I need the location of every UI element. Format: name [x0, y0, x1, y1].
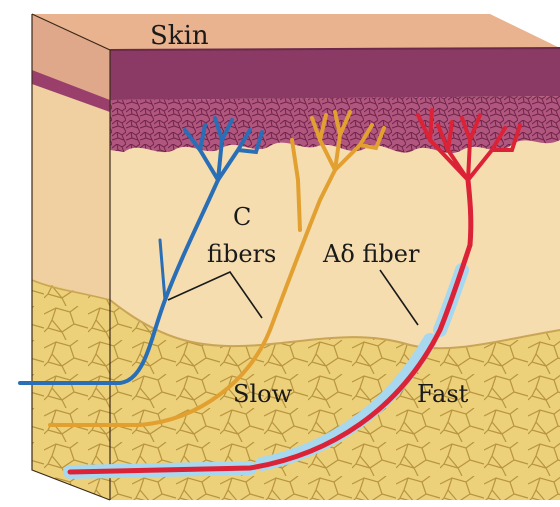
label-c-line1: C [233, 203, 251, 231]
label-c-line2: fibers [207, 240, 276, 268]
label-fast: Fast [417, 380, 469, 408]
skin-surface [32, 14, 560, 50]
block-left-face [32, 14, 110, 500]
epidermis-layer [110, 48, 560, 153]
label-skin: Skin [150, 21, 209, 51]
label-a-delta: Aδ fiber [322, 240, 420, 268]
label-slow: Slow [233, 380, 293, 408]
